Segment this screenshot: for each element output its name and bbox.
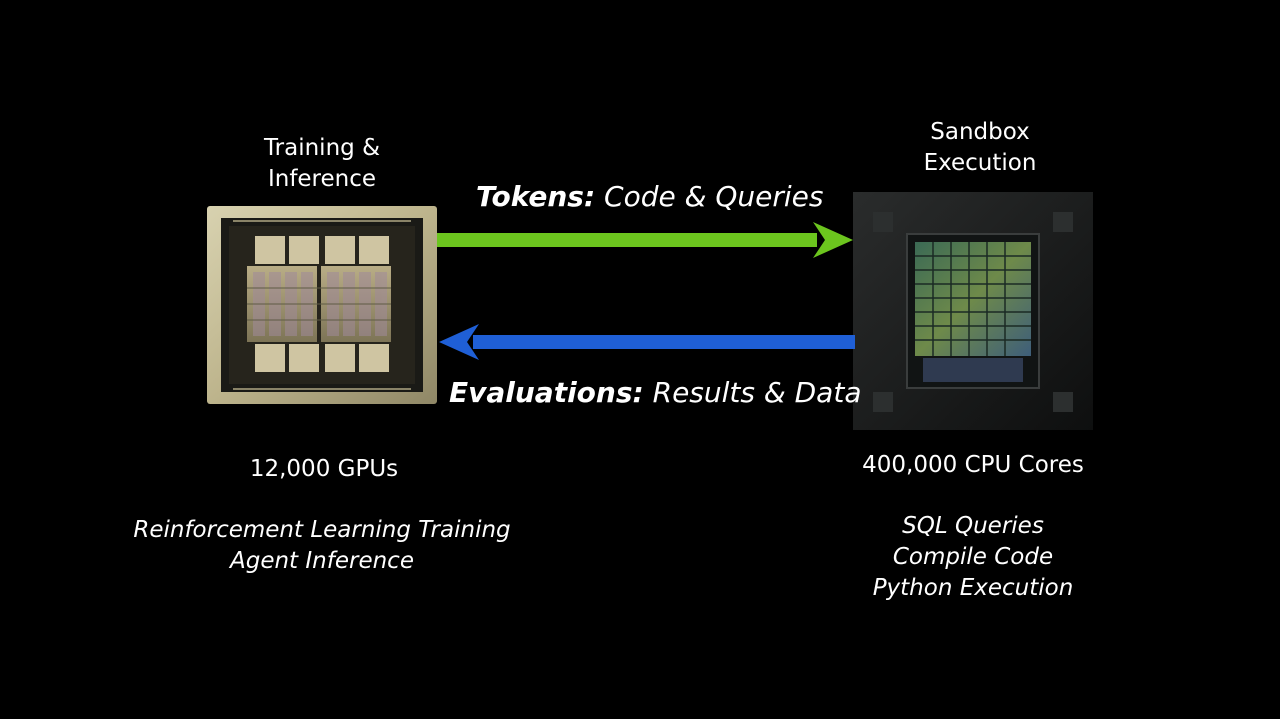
cpu-core-count: 400,000 CPU Cores (862, 452, 1084, 478)
evaluations-label-bold: Evaluations: (449, 376, 644, 409)
cpu-chip-icon (853, 192, 1093, 430)
left-heading: Training & Inference (222, 133, 422, 195)
right-roles: SQL Queries Compile Code Python Executio… (823, 511, 1123, 604)
left-heading-line1: Training & (264, 135, 380, 161)
gpu-chip-icon (207, 206, 437, 404)
left-role-item: Reinforcement Learning Training (133, 517, 511, 543)
evaluations-label-rest: Results & Data (643, 376, 862, 409)
tokens-label: Tokens: Code & Queries (476, 180, 823, 213)
left-role-item: Agent Inference (230, 548, 414, 574)
left-heading-line2: Inference (267, 166, 377, 192)
tokens-label-bold: Tokens: (476, 180, 596, 213)
right-role-item: Compile Code (892, 544, 1054, 570)
left-roles: Reinforcement Learning Training Agent In… (112, 515, 532, 577)
gpu-count: 12,000 GPUs (249, 456, 399, 482)
evaluations-label: Evaluations: Results & Data (449, 376, 861, 409)
right-heading-line1: Sandbox (930, 119, 1030, 145)
tokens-label-rest: Code & Queries (595, 180, 824, 213)
evaluations-arrow (439, 324, 855, 360)
right-heading-line2: Execution (923, 150, 1037, 176)
right-role-item: SQL Queries (902, 513, 1044, 539)
right-heading: Sandbox Execution (880, 117, 1080, 179)
right-role-item: Python Execution (872, 575, 1074, 601)
tokens-arrow (437, 222, 853, 258)
